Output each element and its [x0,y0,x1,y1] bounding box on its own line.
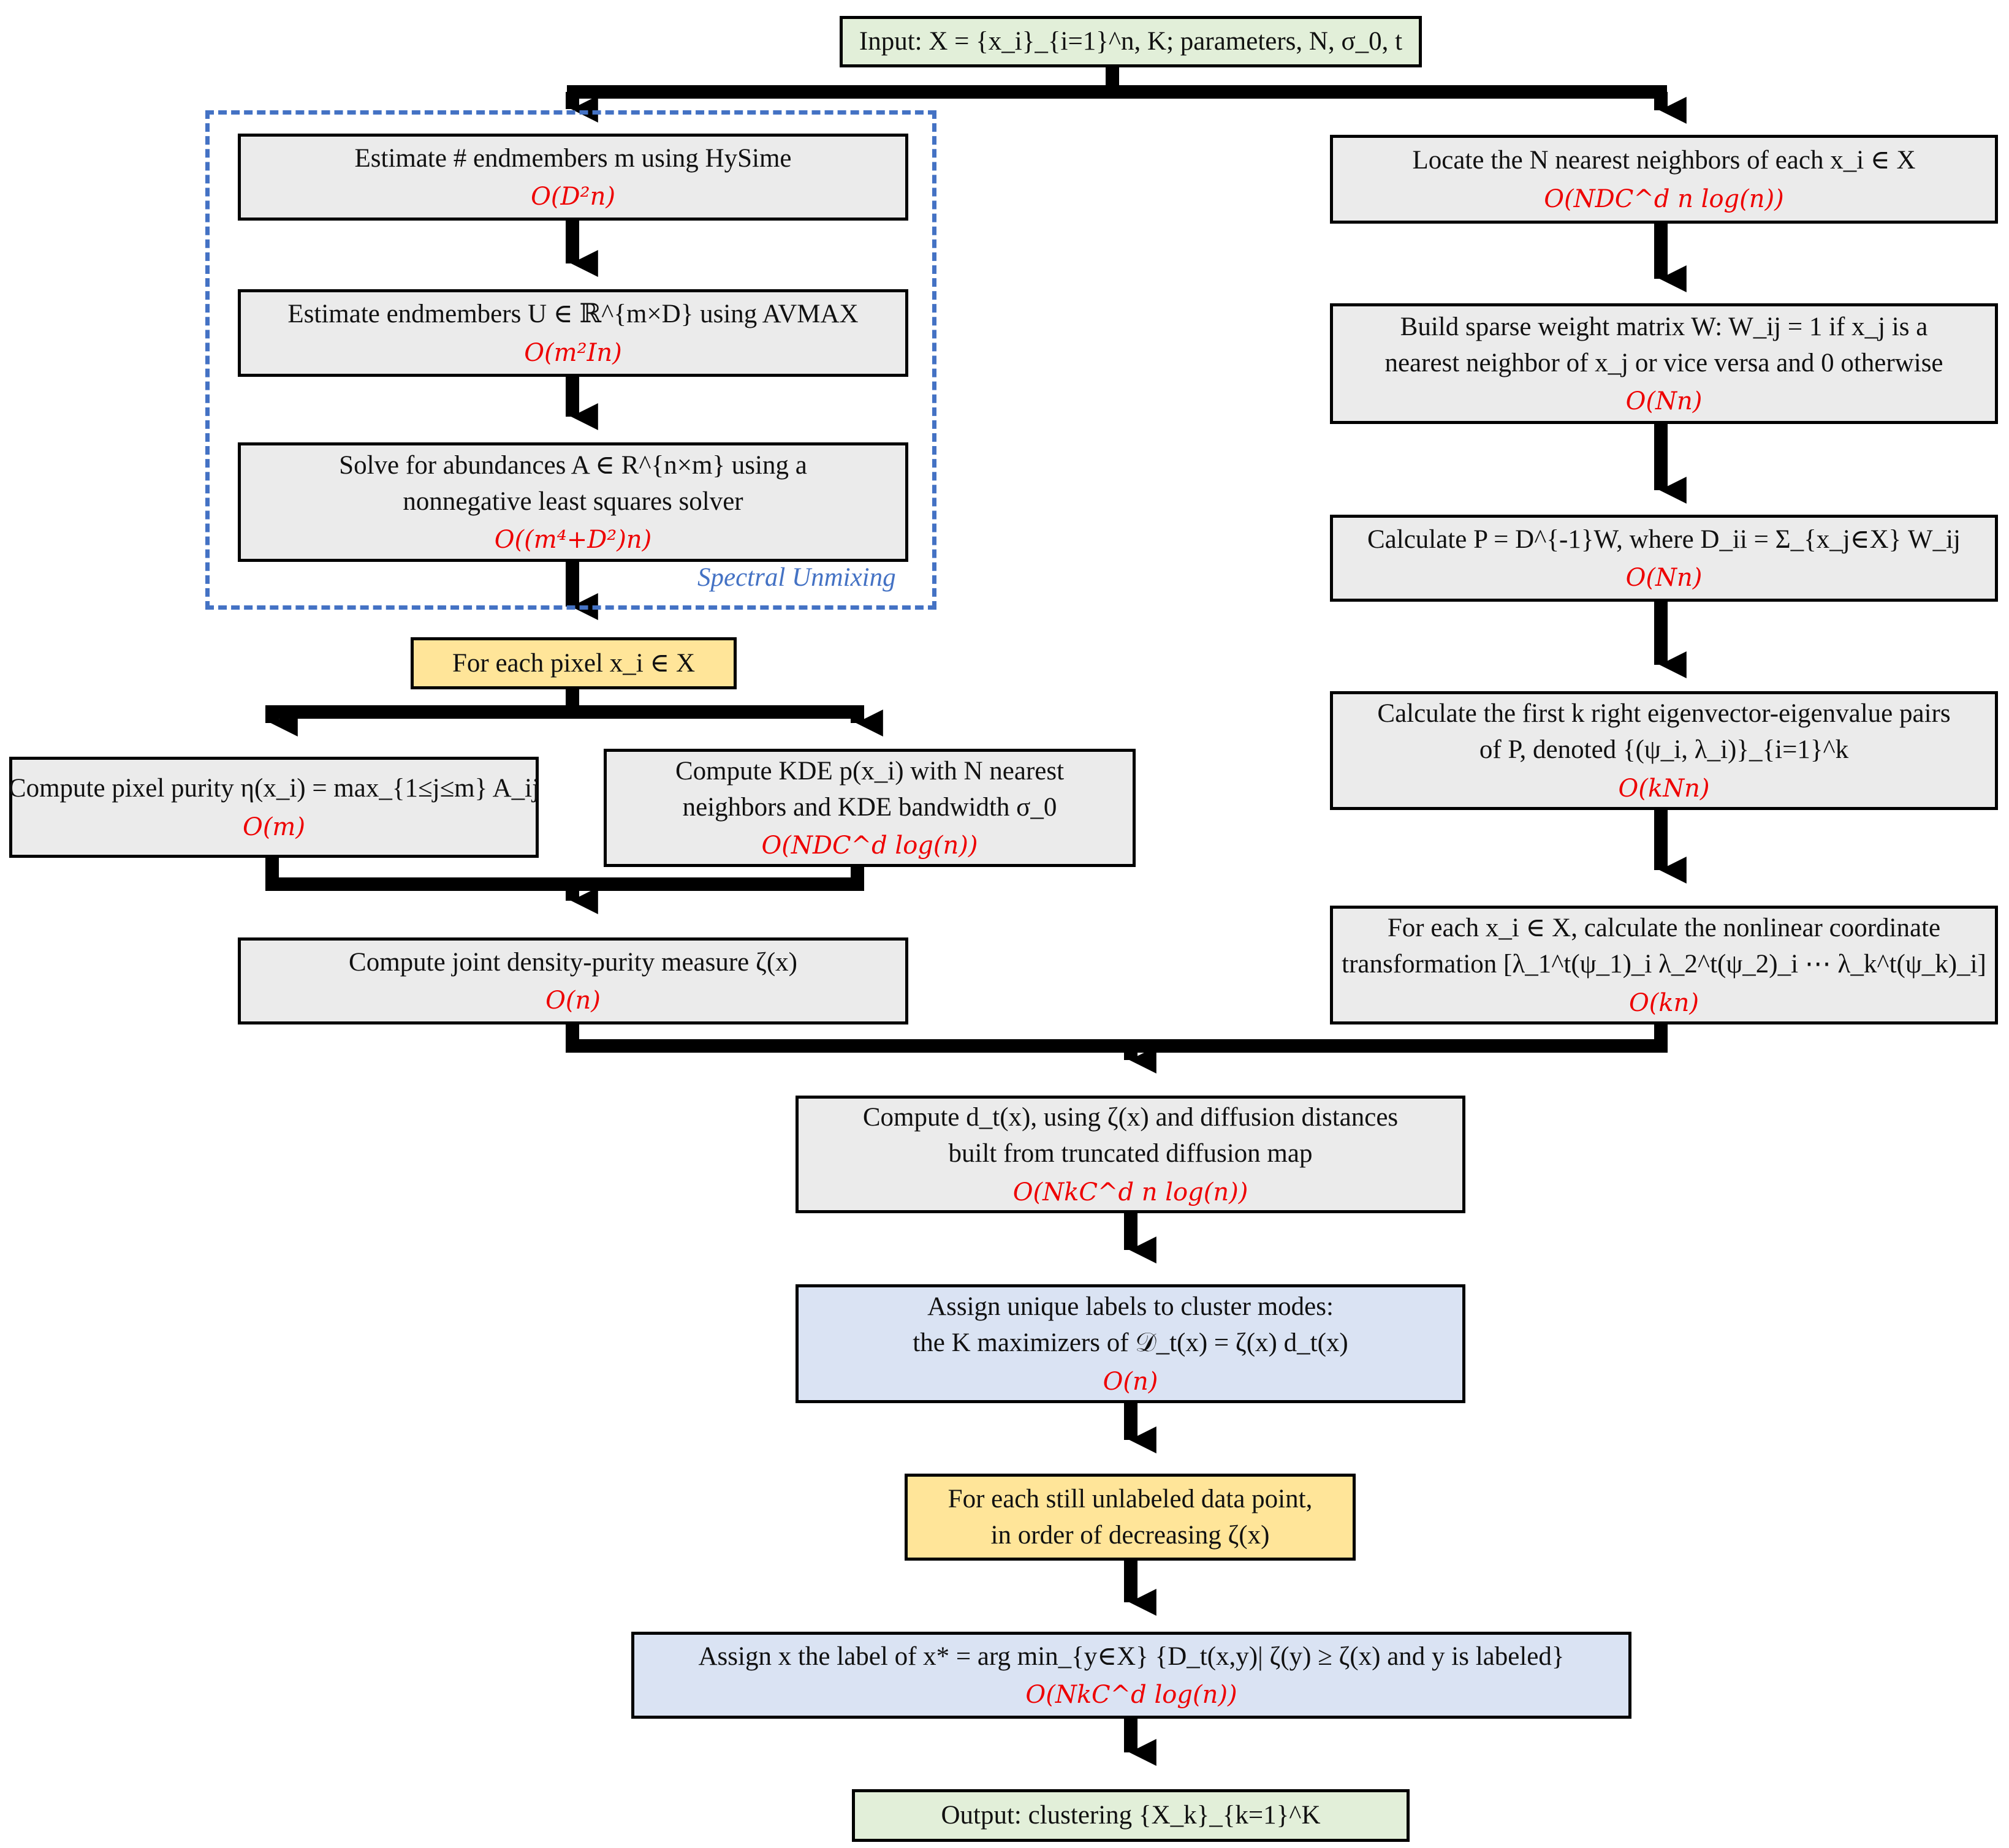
input-text: Input: X = {x_i}_{i=1}^n, K; parameters,… [859,27,1403,56]
purity-box: Compute pixel purity η(x_i) = max_{1≤j≤m… [9,757,539,858]
pixel-loop-box: For each pixel x_i ∈ X [411,637,737,689]
purity-complexity: O(m) [243,812,305,841]
markov-matrix-text: Calculate P = D^{-1}W, where D_ii = Σ_{x… [1367,524,1961,554]
assign-label-box: Assign x the label of x* = arg min_{y∈X}… [631,1632,1631,1719]
transform-line2: transformation [λ_1^t(ψ_1)_i λ_2^t(ψ_2)_… [1342,950,1986,979]
spectral-unmixing-label: Spectral Unmixing [697,563,896,592]
nnls-line1: Solve for abundances A ∈ R^{n×m} using a [339,450,807,480]
transform-box: For each x_i ∈ X, calculate the nonlinea… [1330,906,1998,1024]
joint-measure-box: Compute joint density-purity measure ζ(x… [238,937,908,1024]
assign-label-text: Assign x the label of x* = arg min_{y∈X}… [698,1642,1565,1671]
assign-label-complexity: O(NkC^d log(n)) [1025,1681,1237,1710]
unlabeled-line2: in order of decreasing ζ(x) [990,1521,1270,1550]
output-box: Output: clustering {X_k}_{k=1}^K [852,1789,1410,1842]
markov-matrix-box: Calculate P = D^{-1}W, where D_ii = Σ_{x… [1330,515,1998,602]
transform-line1: For each x_i ∈ X, calculate the nonlinea… [1387,914,1941,943]
input-box: Input: X = {x_i}_{i=1}^n, K; parameters,… [840,16,1422,67]
dt-box: Compute d_t(x), using ζ(x) and diffusion… [796,1096,1465,1213]
output-text: Output: clustering {X_k}_{k=1}^K [941,1801,1321,1830]
modes-line2: the K maximizers of 𝒟_t(x) = ζ(x) d_t(x) [913,1328,1348,1358]
avmax-box: Estimate endmembers U ∈ ℝ^{m×D} using AV… [238,289,908,377]
weight-matrix-box: Build sparse weight matrix W: W_ij = 1 i… [1330,303,1998,424]
modes-box: Assign unique labels to cluster modes: t… [796,1284,1465,1403]
eigenpairs-complexity: O(kNn) [1618,774,1710,803]
weight-matrix-complexity: O(Nn) [1625,387,1703,416]
eigenpairs-line2: of P, denoted {(ψ_i, λ_i)}_{i=1}^k [1479,735,1849,765]
eigenpairs-line1: Calculate the first k right eigenvector-… [1377,699,1951,729]
unlabeled-line1: For each still unlabeled data point, [948,1484,1313,1513]
weight-matrix-line2: nearest neighbor of x_j or vice versa an… [1384,348,1943,377]
nnls-box: Solve for abundances A ∈ R^{n×m} using a… [238,442,908,562]
modes-complexity: O(n) [1103,1367,1158,1396]
nnls-line2: nonnegative least squares solver [403,487,743,516]
hysime-text: Estimate # endmembers m using HySime [354,143,792,173]
knn-text: Locate the N nearest neighbors of each x… [1412,146,1916,175]
kde-line2: neighbors and KDE bandwidth σ_0 [682,792,1057,822]
kde-line1: Compute KDE p(x_i) with N nearest [675,756,1065,786]
modes-line1: Assign unique labels to cluster modes: [927,1292,1334,1322]
dt-line1: Compute d_t(x), using ζ(x) and diffusion… [862,1103,1399,1132]
unlabeled-loop-box: For each still unlabeled data point, in … [905,1474,1356,1561]
avmax-complexity: O(m²In) [524,338,622,367]
kde-box: Compute KDE p(x_i) with N nearest neighb… [604,749,1136,867]
purity-text: Compute pixel purity η(x_i) = max_{1≤j≤m… [8,774,540,803]
nnls-complexity: O((m⁴+D²)n) [494,526,652,555]
dt-line2: built from truncated diffusion map [948,1139,1313,1168]
hysime-box: Estimate # endmembers m using HySime O(D… [238,134,908,221]
knn-box: Locate the N nearest neighbors of each x… [1330,135,1998,224]
weight-matrix-line1: Build sparse weight matrix W: W_ij = 1 i… [1400,312,1928,341]
transform-complexity: O(kn) [1628,988,1699,1017]
hysime-complexity: O(D²n) [531,183,615,211]
dt-complexity: O(NkC^d n log(n)) [1012,1178,1248,1206]
pixel-loop-text: For each pixel x_i ∈ X [452,648,696,678]
avmax-text: Estimate endmembers U ∈ ℝ^{m×D} using AV… [287,300,859,329]
joint-measure-complexity: O(n) [545,986,601,1015]
knn-complexity: O(NDC^d n log(n)) [1544,184,1784,213]
markov-matrix-complexity: O(Nn) [1625,564,1703,593]
kde-complexity: O(NDC^d log(n)) [761,831,978,860]
spectral-unmixing-group [205,110,936,610]
joint-measure-text: Compute joint density-purity measure ζ(x… [349,947,797,977]
eigenpairs-box: Calculate the first k right eigenvector-… [1330,691,1998,810]
